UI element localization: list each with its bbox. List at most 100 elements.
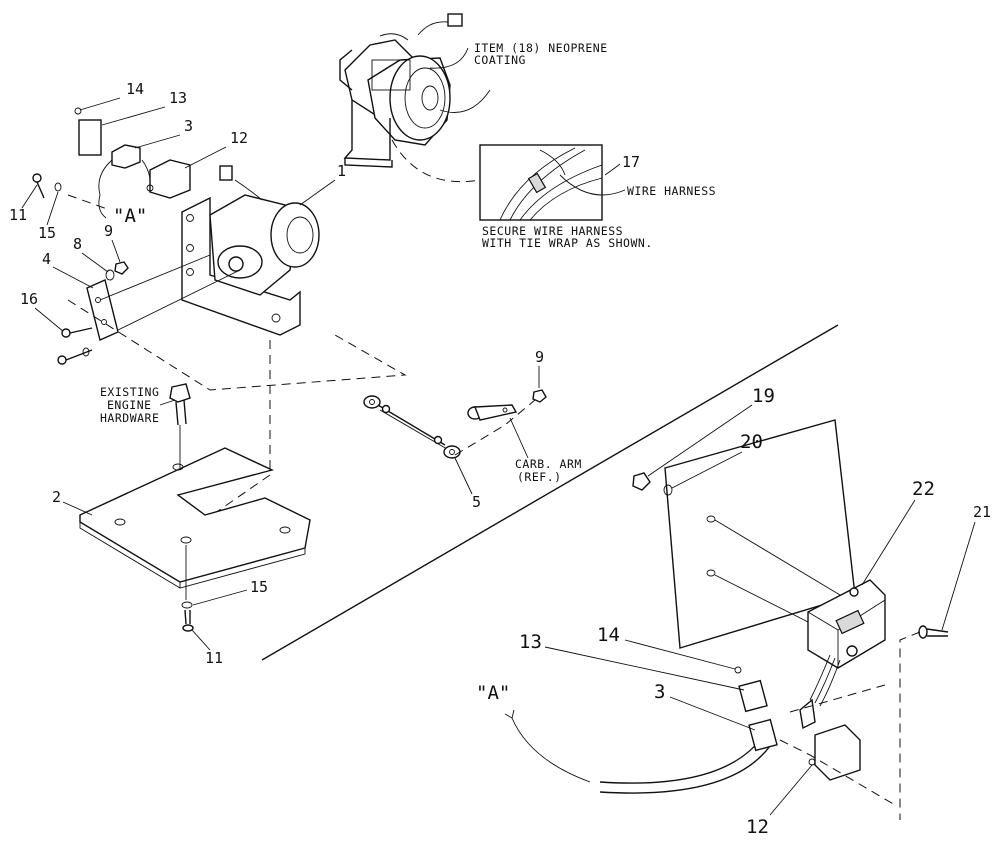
leader-1 <box>299 179 336 206</box>
view-a-arrow-bottom <box>511 717 591 783</box>
harness-dashed-bottom-2 <box>789 684 886 713</box>
carb-arm-line1: CARB. ARM <box>515 457 582 471</box>
callout-5: 5 <box>472 493 481 511</box>
callout-14-top: 14 <box>126 80 144 98</box>
leader-13-bottom <box>544 646 745 691</box>
harness-plug-bottom <box>748 718 778 752</box>
screw-21 <box>918 625 949 639</box>
callout-22: 22 <box>912 478 935 500</box>
callout-20: 20 <box>740 431 763 453</box>
view-mark-a-top: "A" <box>113 205 147 227</box>
carb-arm <box>467 404 518 421</box>
callout-16: 16 <box>20 290 38 308</box>
callout-15-top: 15 <box>38 224 56 242</box>
panel-line-lower <box>714 574 821 629</box>
harness-cable-bottom-2 <box>599 745 771 794</box>
actuator-detail-view <box>339 13 491 168</box>
callout-13-top: 13 <box>169 89 187 107</box>
assembly-dashed-vertical <box>204 340 271 521</box>
leader-3-bottom <box>669 696 756 731</box>
callout-17: 17 <box>622 153 640 171</box>
engine-hardware-bolt <box>169 383 191 426</box>
view-a-arrow-top <box>98 194 107 219</box>
callout-11-bottom: 11 <box>205 649 223 667</box>
panel-hole-upper <box>706 515 716 523</box>
callout-4: 4 <box>42 250 51 268</box>
base-plate-2 <box>79 447 311 589</box>
assembly-line-bracket-2 <box>117 269 241 331</box>
wire-harness-label: WIRE HARNESS <box>627 184 716 198</box>
existing-note-line1: EXISTING <box>100 385 159 399</box>
actuator-motor-assembly <box>181 165 320 336</box>
leader-14-bottom <box>624 639 736 670</box>
leader-11-top <box>21 184 38 209</box>
leader-15-bottom <box>192 589 248 606</box>
carb-arm-leader <box>509 417 529 459</box>
detail-leader-dashed <box>391 139 481 183</box>
leader-3-top <box>134 134 181 149</box>
existing-hardware-leader <box>159 399 176 406</box>
module-and-connector-top <box>78 119 191 199</box>
callout-1: 1 <box>337 162 346 180</box>
leader-13-top <box>101 106 166 126</box>
leader-15-top <box>46 191 59 226</box>
wire-harness-leader <box>559 174 626 196</box>
callout-12-top: 12 <box>230 129 248 147</box>
leader-11-bottom <box>191 629 211 651</box>
washer-20 <box>663 484 673 496</box>
nut-19 <box>632 472 651 491</box>
leader-19 <box>647 404 753 477</box>
neoprene-note-line2: COATING <box>474 53 526 67</box>
leader-4 <box>52 266 94 289</box>
callout-12-bottom: 12 <box>746 816 769 838</box>
linkage-rod-5 <box>363 395 461 459</box>
callout-8: 8 <box>73 235 82 253</box>
leader-22 <box>861 499 916 586</box>
assembly-line-bracket <box>99 254 211 301</box>
screw-11-top-group <box>32 173 62 199</box>
leader-17 <box>604 163 621 176</box>
view-mark-a-bottom: "A" <box>476 682 510 704</box>
washer-15-bottom <box>181 601 193 609</box>
wire-harness-detail-box <box>479 144 603 221</box>
screw-14-bottom <box>734 666 742 674</box>
controller-module-22 <box>807 579 886 707</box>
secure-note-line1: SECURE WIRE HARNESS <box>482 224 623 238</box>
carb-arm-line2: (REF.) <box>517 470 562 484</box>
callout-13-bottom: 13 <box>519 631 542 653</box>
neoprene-note-line1: ITEM (18) NEOPRENE <box>474 41 608 55</box>
washer-8 <box>105 269 115 281</box>
callout-3-top: 3 <box>184 117 193 135</box>
leader-20 <box>671 451 743 489</box>
screw-14-top <box>74 107 82 115</box>
leader-8 <box>81 252 109 273</box>
screw-16-group <box>57 327 93 365</box>
leader-12-bottom <box>769 764 813 816</box>
harness-cable-bottom <box>599 739 761 784</box>
callout-14-bottom: 14 <box>597 624 620 646</box>
screw-11-bottom <box>182 609 194 632</box>
leader-5 <box>454 457 473 495</box>
dashed-leader-a-top <box>67 194 111 211</box>
harness-dashed-bottom <box>779 739 896 806</box>
leader-21 <box>941 521 976 631</box>
nut-9-right <box>532 389 547 403</box>
existing-note-line2: ENGINE <box>107 398 152 412</box>
view-a-arrowhead <box>504 709 515 719</box>
callout-11-top: 11 <box>9 206 27 224</box>
callout-3-bottom: 3 <box>654 681 665 703</box>
screw-21-dashed <box>899 631 921 820</box>
callout-21: 21 <box>973 503 991 521</box>
callout-19: 19 <box>752 385 775 407</box>
panel-line-upper <box>714 519 841 596</box>
bracket-4 <box>86 279 119 341</box>
leader-2 <box>62 501 93 516</box>
leader-9-left <box>111 239 121 263</box>
section-divider-line <box>261 324 839 661</box>
callout-15-bottom: 15 <box>250 578 268 596</box>
secure-note-line2: WITH TIE WRAP AS SHOWN. <box>482 236 653 250</box>
callout-2: 2 <box>52 488 61 506</box>
connector-12-bottom <box>799 698 861 781</box>
linkage-dashed <box>454 399 536 456</box>
